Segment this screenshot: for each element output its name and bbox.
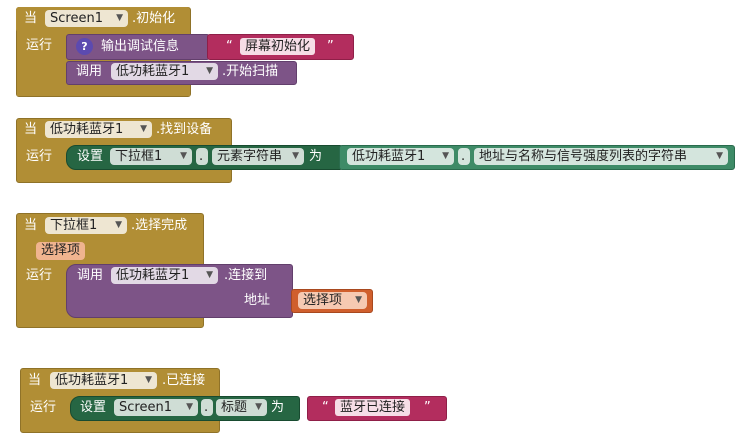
method-name: .连接到 — [224, 268, 268, 283]
event-name: .选择完成 — [131, 218, 188, 233]
chevron-down-icon: ▼ — [145, 375, 152, 385]
debug-print-label: 输出调试信息 — [101, 39, 180, 54]
chevron-down-icon: ▼ — [292, 151, 299, 161]
component-dropdown-spinner[interactable]: 下拉框1▼ — [110, 148, 192, 165]
event-name: .找到设备 — [156, 122, 213, 137]
component-dropdown-ble[interactable]: 低功耗蓝牙1▼ — [111, 63, 218, 80]
chevron-down-icon: ▼ — [186, 402, 193, 412]
call-block-connect[interactable] — [66, 264, 293, 318]
text-value[interactable]: 屏幕初始化 — [240, 38, 316, 55]
address-arg-label: 地址 — [244, 293, 271, 308]
do-label: 运行 — [26, 268, 53, 283]
chevron-down-icon: ▼ — [115, 220, 122, 230]
do-label: 运行 — [30, 400, 57, 415]
to-label: 为 — [309, 149, 323, 164]
event-when-label: 当 — [24, 122, 38, 137]
component-dropdown-ble[interactable]: 低功耗蓝牙1▼ — [50, 372, 157, 389]
component-dropdown-spinner[interactable]: 下拉框1▼ — [45, 217, 127, 234]
component-dropdown-screen1[interactable]: Screen1▼ — [45, 10, 128, 27]
set-label: 设置 — [80, 400, 107, 415]
chevron-down-icon: ▼ — [206, 270, 213, 280]
event-when-label: 当 — [24, 11, 38, 26]
component-dropdown-ble[interactable]: 低功耗蓝牙1▼ — [111, 267, 218, 284]
property-dropdown[interactable]: 标题▼ — [216, 399, 267, 416]
chevron-down-icon: ▼ — [255, 402, 262, 412]
chevron-down-icon: ▼ — [116, 13, 123, 23]
event-name: .已连接 — [162, 373, 206, 388]
quote-close: ” — [327, 39, 334, 54]
dot-separator: . — [201, 399, 213, 416]
quote-close: ” — [424, 400, 431, 415]
dot-separator: . — [196, 148, 208, 165]
call-label: 调用 — [77, 268, 104, 283]
property-dropdown[interactable]: 元素字符串▼ — [212, 148, 304, 165]
do-label: 运行 — [26, 38, 53, 53]
property-dropdown[interactable]: 地址与名称与信号强度列表的字符串▼ — [474, 148, 728, 165]
component-dropdown-screen1[interactable]: Screen1▼ — [114, 399, 198, 416]
chevron-down-icon: ▼ — [716, 151, 723, 161]
help-icon[interactable]: ? — [76, 38, 93, 55]
component-dropdown-ble[interactable]: 低功耗蓝牙1▼ — [347, 148, 454, 165]
local-variable-dropdown[interactable]: 选择项▼ — [298, 292, 367, 309]
method-name: .开始扫描 — [222, 64, 279, 79]
do-label: 运行 — [26, 149, 53, 164]
chevron-down-icon: ▼ — [442, 151, 449, 161]
chevron-down-icon: ▼ — [180, 151, 187, 161]
component-dropdown-ble[interactable]: 低功耗蓝牙1▼ — [45, 121, 152, 138]
chevron-down-icon: ▼ — [355, 295, 362, 305]
event-when-label: 当 — [28, 373, 42, 388]
call-label: 调用 — [76, 64, 103, 79]
event-parameter-selection[interactable]: 选择项 — [36, 242, 86, 260]
quote-open: “ — [322, 400, 329, 415]
text-value[interactable]: 蓝牙已连接 — [335, 399, 411, 416]
chevron-down-icon: ▼ — [206, 66, 213, 76]
event-when-label: 当 — [24, 218, 38, 233]
to-label: 为 — [271, 400, 285, 415]
dot-separator: . — [458, 148, 470, 165]
event-name: .初始化 — [132, 11, 176, 26]
set-label: 设置 — [77, 149, 104, 164]
quote-open: “ — [226, 39, 233, 54]
chevron-down-icon: ▼ — [140, 124, 147, 134]
